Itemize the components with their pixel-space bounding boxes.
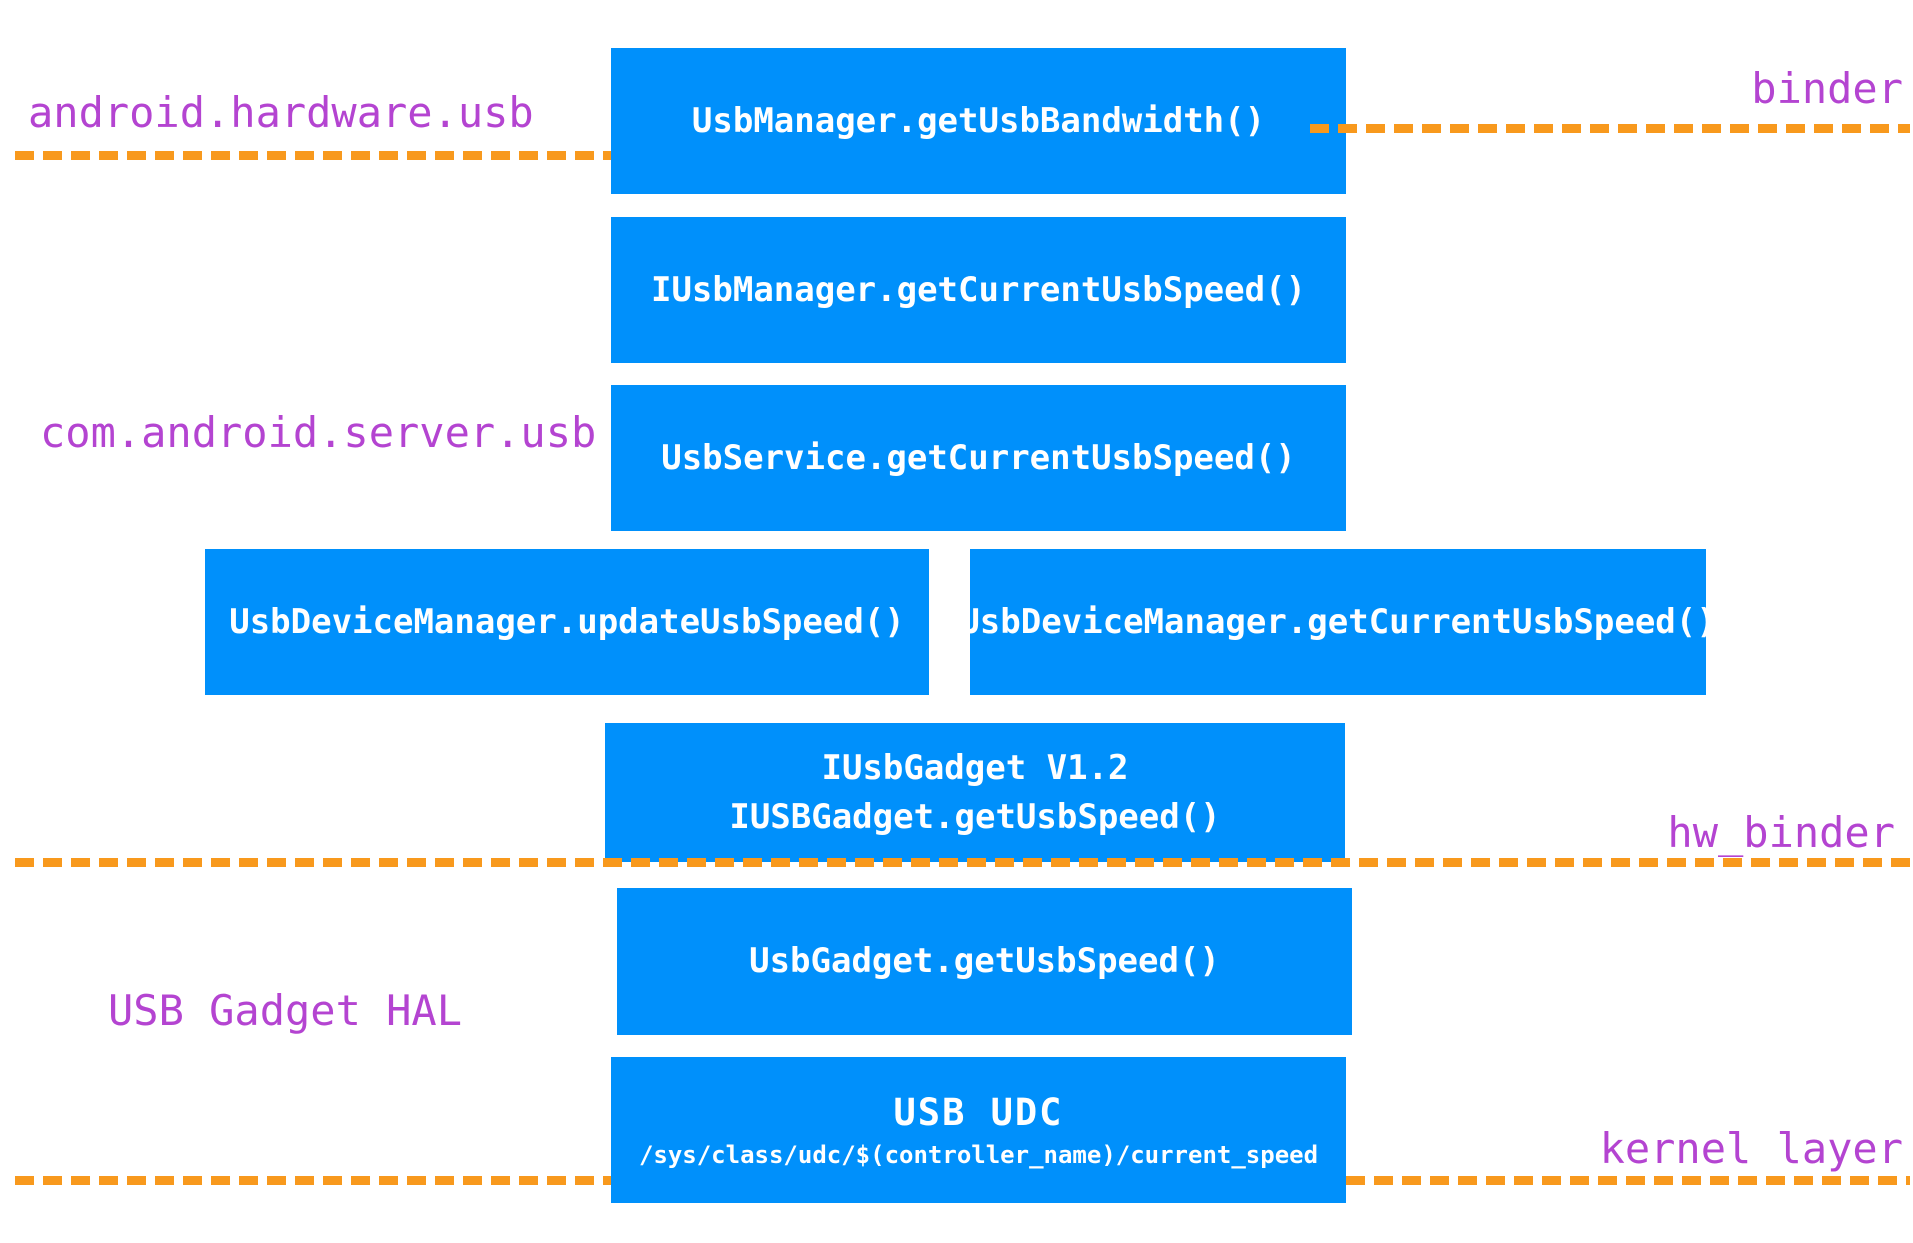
box-usbmanager-getusbbandwidth: UsbManager.getUsbBandwidth() [611,48,1346,194]
box-iusbgadget-v12: IUsbGadget V1.2 IUSBGadget.getUsbSpeed() [605,723,1345,862]
label-com-android-server-usb: com.android.server.usb [40,408,597,457]
label-hw-binder: hw_binder [1667,808,1895,857]
label-usb-gadget-hal: USB Gadget HAL [108,986,463,1035]
box-udm-update-label: UsbDeviceManager.updateUsbSpeed() [229,601,905,642]
separator-kernel-left [15,1176,611,1185]
label-binder: binder [1751,64,1903,113]
box-iusbgadget-method-label: IUSBGadget.getUsbSpeed() [729,796,1221,837]
box-iusbmanager-label: IUsbManager.getCurrentUsbSpeed() [650,269,1307,310]
box-usb-udc-sysfs-path: /sys/class/udc/$(controller_name)/curren… [638,1141,1319,1170]
box-usb-udc: USB UDC /sys/class/udc/$(controller_name… [611,1057,1346,1203]
box-iusbmanager-getcurrentusbspeed: IUsbManager.getCurrentUsbSpeed() [611,217,1346,363]
label-kernel-layer: kernel layer [1599,1124,1903,1173]
box-usbdevicemanager-getcurrentusbspeed: UsbDeviceManager.getCurrentUsbSpeed() [959,549,1717,695]
box-usbservice-getcurrentusbspeed: UsbService.getCurrentUsbSpeed() [611,385,1346,531]
box-usbmanager-label: UsbManager.getUsbBandwidth() [691,100,1266,141]
box-udm-get-label: UsbDeviceManager.getCurrentUsbSpeed() [959,601,1717,642]
box-usbgadget-getusbspeed: UsbGadget.getUsbSpeed() [617,888,1352,1035]
separator-kernel-right [1346,1176,1910,1185]
box-usbdevicemanager-updateusbspeed: UsbDeviceManager.updateUsbSpeed() [205,549,929,695]
separator-app-framework-left [15,151,611,160]
box-usbservice-label: UsbService.getCurrentUsbSpeed() [661,437,1296,478]
separator-hw-binder [15,858,1910,867]
box-iusbgadget-version-label: IUsbGadget V1.2 [821,748,1129,788]
box-usbgadget-label: UsbGadget.getUsbSpeed() [749,941,1220,982]
separator-binder-right [1310,124,1910,133]
label-android-hardware-usb: android.hardware.usb [28,88,534,137]
box-usb-udc-title: USB UDC [893,1090,1064,1134]
